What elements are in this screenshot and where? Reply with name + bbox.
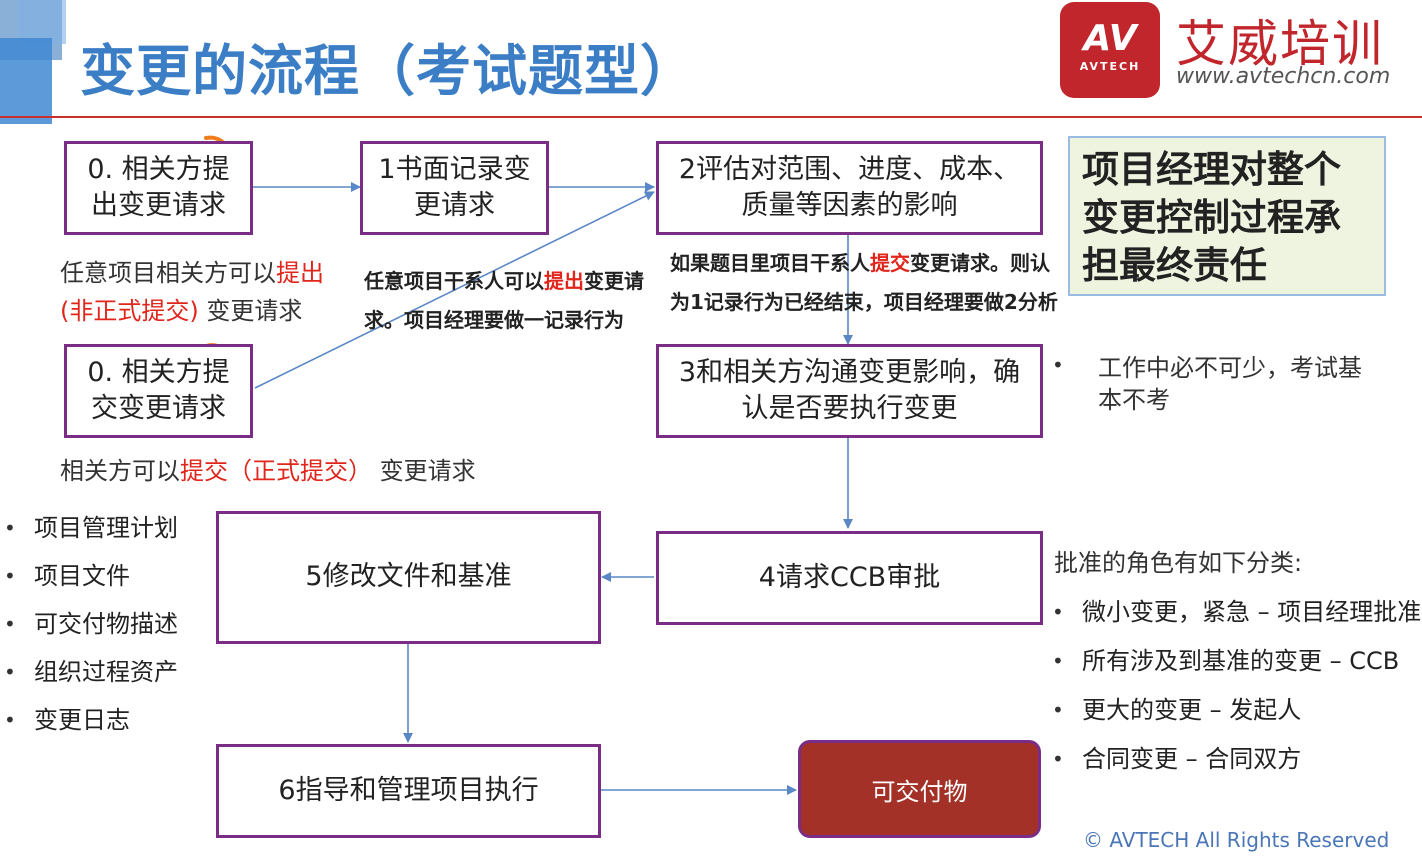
informal-request-note: 任意项目相关方可以提出 (非正式提交) 变更请求 <box>60 254 324 331</box>
formal-note-highlight: 提交（正式提交） <box>180 457 372 485</box>
step-0-submit-request: 0. 相关方提 交变更请求 <box>64 344 253 438</box>
bullet: • <box>1052 353 1064 377</box>
step-0-propose-request: 0. 相关方提 出变更请求 <box>64 141 253 235</box>
logo-mark: AV <box>1083 18 1137 59</box>
approval-heading: 批准的角色有如下分类: <box>1054 549 1303 577</box>
informal-note-text: 任意项目相关方可以 <box>60 259 276 287</box>
header-decor-square <box>0 38 52 124</box>
step-0-propose-label: 0. 相关方提 出变更请求 <box>87 153 230 221</box>
step-4-label: 4请求CCB审批 <box>758 561 941 593</box>
pm-responsibility-callout: 项目经理对整个变更控制过程承担最终责任 <box>1068 136 1386 296</box>
record-note-text: 求。项目经理要做一记录行为 <box>364 308 624 332</box>
step-5-update-baselines: 5修改文件和基准 <box>216 511 601 644</box>
informal-note-text: 变更请求 <box>206 297 303 326</box>
slide-title: 变更的流程（考试题型） <box>80 39 697 103</box>
exam-note-text: 变更请求。则认 <box>910 251 1050 275</box>
list-item: 组织过程资产 <box>4 648 178 696</box>
step-1-label: 1书面记录变 更请求 <box>378 153 531 221</box>
deliverables-label: 可交付物 <box>871 777 968 806</box>
record-action-note: 任意项目干系人可以提出变更请 求。项目经理要做一记录行为 <box>364 262 644 340</box>
step-4-ccb-approval: 4请求CCB审批 <box>656 531 1043 625</box>
step-3-label: 3和相关方沟通变更影响，确 认是否要执行变更 <box>678 356 1021 424</box>
step-5-label: 5修改文件和基准 <box>305 561 512 593</box>
logo-badge <box>1060 2 1160 98</box>
list-item: 微小变更，紧急 – 项目经理批准 <box>1052 588 1421 637</box>
list-item: 项目管理计划 <box>4 504 178 552</box>
formal-note-text: 相关方可以 <box>60 457 180 485</box>
step-3-side-note: • 工作中必不可少，考试基 本不考 <box>1052 352 1362 417</box>
step-3-note-line: 本不考 <box>1098 386 1170 415</box>
list-item: 项目文件 <box>4 552 178 600</box>
record-note-text: 任意项目干系人可以 <box>364 269 544 293</box>
exam-note-text: 如果题目里项目干系人 <box>670 251 870 275</box>
informal-note-highlight: 提出 <box>276 259 324 287</box>
list-item: 所有涉及到基准的变更 – CCB <box>1052 637 1421 686</box>
step-1-record-request: 1书面记录变 更请求 <box>360 141 549 235</box>
step-2-label: 2评估对范围、进度、成本、 质量等因素的影响 <box>678 153 1021 221</box>
brand-name: 艾威培训 <box>1176 15 1384 73</box>
step-3-communicate-impact: 3和相关方沟通变更影响，确 认是否要执行变更 <box>656 344 1043 438</box>
header-divider <box>0 116 1422 118</box>
brand-url: www.avtechcn.com <box>1176 64 1391 89</box>
exam-interpretation-note: 如果题目里项目干系人提交变更请求。则认 为1记录行为已经结束，项目经理要做2分析 <box>670 244 1058 322</box>
formal-note-text: 变更请求 <box>379 457 476 485</box>
step-6-label: 6指导和管理项目执行 <box>278 774 539 806</box>
exam-note-highlight: 提交 <box>870 251 910 275</box>
step-3-note-line: 工作中必不可少，考试基 <box>1098 354 1362 382</box>
logo-subtext: AVTECH <box>1079 60 1141 73</box>
deliverables-box: 可交付物 <box>798 740 1041 838</box>
inputs-list: 项目管理计划 项目文件 可交付物描述 组织过程资产 变更日志 <box>4 504 178 744</box>
informal-note-highlight: (非正式提交) <box>60 297 199 326</box>
formal-request-note: 相关方可以提交（正式提交） 变更请求 <box>60 452 476 490</box>
step-0-submit-label: 0. 相关方提 交变更请求 <box>87 356 230 424</box>
step-6-direct-execution: 6指导和管理项目执行 <box>216 744 601 838</box>
list-item: 变更日志 <box>4 696 178 744</box>
record-note-highlight: 提出 <box>544 269 584 293</box>
exam-note-text: 为1记录行为已经结束，项目经理要做2分析 <box>670 290 1058 314</box>
copyright-notice: © AVTECH All Rights Reserved <box>1083 828 1390 852</box>
record-note-text: 变更请 <box>584 269 644 293</box>
step-2-assess-impact: 2评估对范围、进度、成本、 质量等因素的影响 <box>656 141 1043 235</box>
list-item: 可交付物描述 <box>4 600 178 648</box>
list-item: 合同变更 – 合同双方 <box>1052 735 1421 784</box>
approval-roles-list: 微小变更，紧急 – 项目经理批准 所有涉及到基准的变更 – CCB 更大的变更 … <box>1052 588 1421 784</box>
list-item: 更大的变更 – 发起人 <box>1052 686 1421 735</box>
arrow-0b-to-2 <box>254 191 655 389</box>
header-decor-square <box>18 0 66 44</box>
